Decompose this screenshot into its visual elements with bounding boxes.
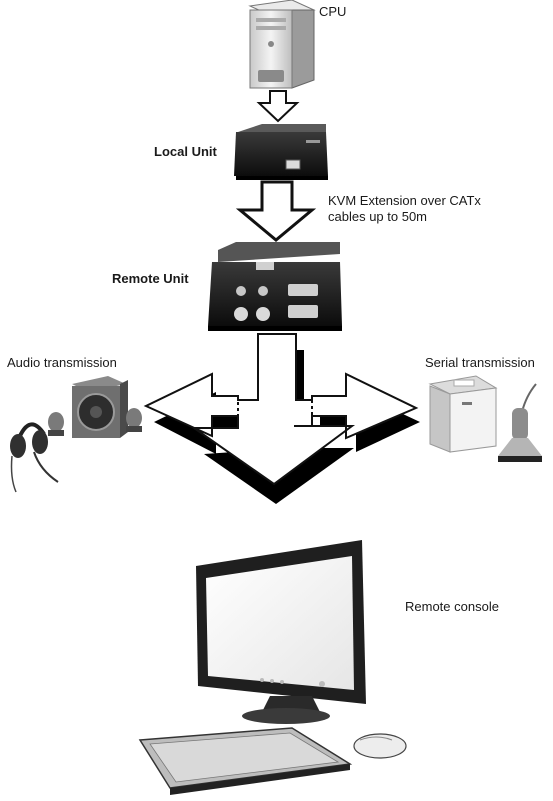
keyboard-icon bbox=[138, 727, 353, 795]
arrow-local-to-remote bbox=[235, 180, 317, 242]
cpu-tower-icon bbox=[248, 0, 316, 89]
remote-console-label: Remote console bbox=[405, 599, 499, 614]
local-unit-label: Local Unit bbox=[154, 144, 217, 159]
printer-icon bbox=[428, 375, 498, 453]
audio-transmission-label: Audio transmission bbox=[7, 355, 117, 370]
extension-caption-line1: KVM Extension over CATx bbox=[328, 193, 481, 208]
remote-unit-label: Remote Unit bbox=[112, 271, 189, 286]
extension-caption-line2: cables up to 50m bbox=[328, 209, 428, 224]
remote-unit-device-icon bbox=[208, 242, 342, 331]
arrow-cpu-to-local bbox=[256, 90, 300, 123]
distribution-arrows bbox=[143, 333, 420, 504]
speakers-icon bbox=[48, 376, 142, 438]
local-unit-device-icon bbox=[234, 124, 328, 180]
cpu-label: CPU bbox=[319, 4, 347, 19]
headset-icon bbox=[10, 422, 59, 493]
serial-transmission-label: Serial transmission bbox=[425, 355, 535, 370]
barcode-scanner-icon bbox=[498, 383, 542, 462]
mouse-icon bbox=[353, 733, 407, 759]
monitor-icon bbox=[196, 540, 366, 724]
